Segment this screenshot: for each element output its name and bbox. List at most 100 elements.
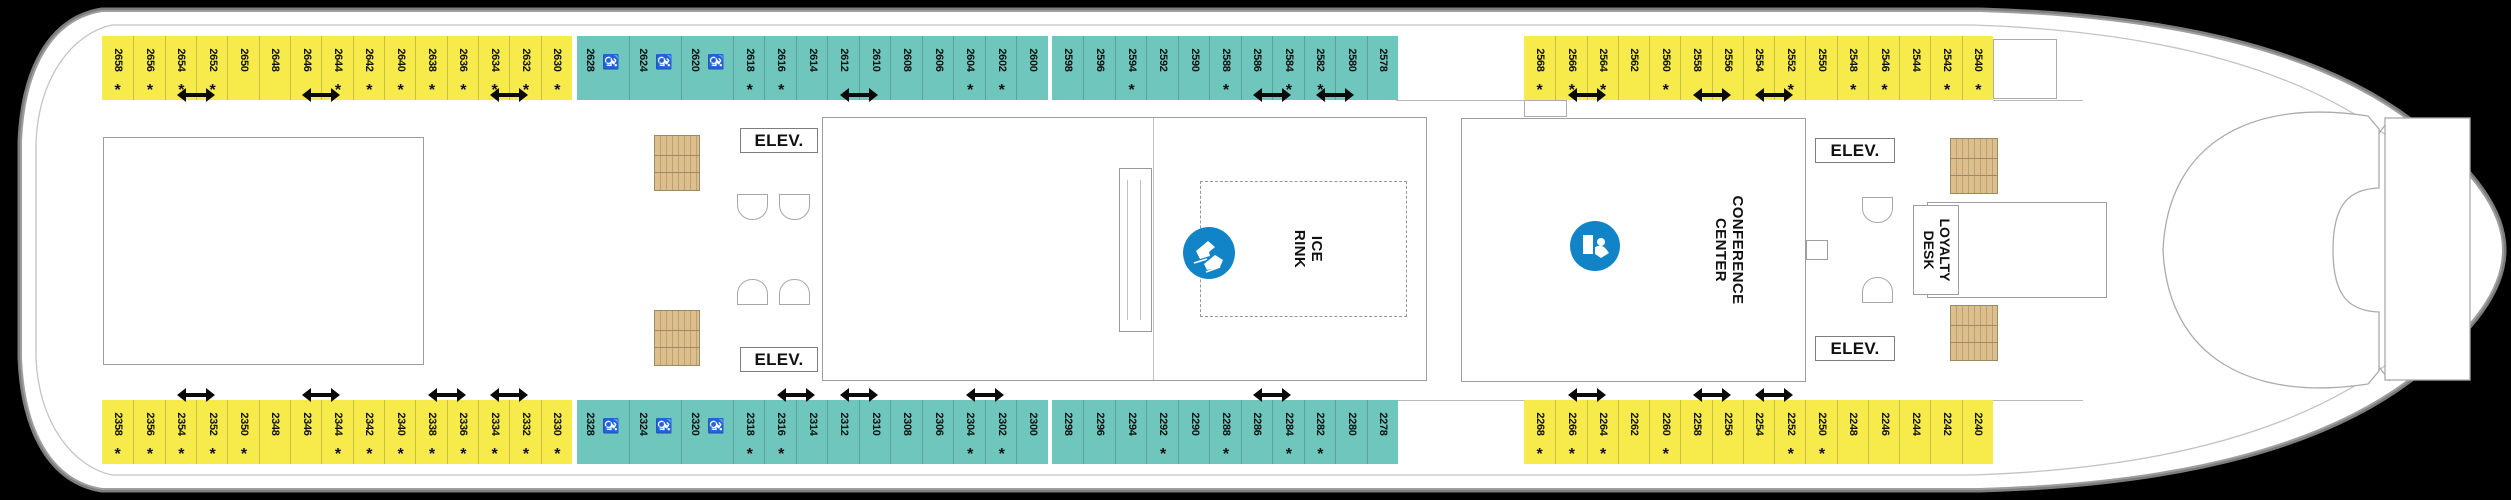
cabin-2548[interactable]: 2548*	[1836, 36, 1869, 100]
cabin-2624[interactable]: 2624♿	[628, 36, 682, 100]
cabin-2618[interactable]: 2618*	[732, 36, 766, 100]
cabin-2568[interactable]: 2568*	[1524, 36, 1555, 100]
cabin-2592[interactable]: 2592	[1146, 36, 1178, 100]
cabin-2554[interactable]: 2554	[1742, 36, 1775, 100]
cabin-2544[interactable]: 2544	[1899, 36, 1931, 100]
cabin-2608[interactable]: 2608	[890, 36, 923, 100]
cabin-2280[interactable]: 2280	[1335, 400, 1367, 464]
cabin-2606[interactable]: 2606	[921, 36, 955, 100]
cabin-2340[interactable]: 2340*	[384, 400, 416, 464]
cabin-2628[interactable]: 2628♿	[577, 36, 629, 100]
cabin-2290[interactable]: 2290	[1177, 400, 1210, 464]
cabin-2556[interactable]: 2556	[1711, 36, 1744, 100]
cabin-2244[interactable]: 2244	[1899, 400, 1931, 464]
cabin-2294[interactable]: 2294	[1114, 400, 1147, 464]
cabin-2646[interactable]: 2646	[290, 36, 322, 100]
cabin-2336[interactable]: 2336*	[446, 400, 479, 464]
cabin-2328[interactable]: 2328♿	[577, 400, 629, 464]
cabin-2306[interactable]: 2306	[921, 400, 955, 464]
cabin-2658[interactable]: 2658*	[102, 36, 133, 100]
cabin-2610[interactable]: 2610	[858, 36, 892, 100]
cabin-2602[interactable]: 2602*	[984, 36, 1018, 100]
elevator-label-text: ELEV.	[754, 130, 804, 150]
cabin-2648[interactable]: 2648	[258, 36, 291, 100]
cabin-2312[interactable]: 2312	[827, 400, 860, 464]
cabin-2316[interactable]: 2316*	[764, 400, 797, 464]
cabin-2356[interactable]: 2356*	[133, 400, 165, 464]
cabin-2616[interactable]: 2616*	[764, 36, 797, 100]
cabin-2320[interactable]: 2320♿	[680, 400, 734, 464]
cabin-2298[interactable]: 2298	[1052, 400, 1083, 464]
cabin-2560[interactable]: 2560*	[1649, 36, 1681, 100]
cabin-2266[interactable]: 2266*	[1555, 400, 1587, 464]
cabin-2352[interactable]: 2352*	[196, 400, 228, 464]
cabin-2350[interactable]: 2350*	[227, 400, 259, 464]
cabin-2318[interactable]: 2318*	[732, 400, 766, 464]
cabin-2296[interactable]: 2296	[1083, 400, 1115, 464]
cabin-2252[interactable]: 2252*	[1774, 400, 1806, 464]
cabin-2354[interactable]: 2354*	[164, 400, 197, 464]
cabin-2314[interactable]: 2314	[795, 400, 829, 464]
cabin-2334[interactable]: 2334*	[478, 400, 510, 464]
cabin-2614[interactable]: 2614	[795, 36, 829, 100]
cabin-2650[interactable]: 2650	[227, 36, 259, 100]
cabin-2342[interactable]: 2342*	[352, 400, 385, 464]
cabin-2562[interactable]: 2562	[1617, 36, 1650, 100]
cabin-2594[interactable]: 2594*	[1114, 36, 1147, 100]
cabin-2258[interactable]: 2258	[1680, 400, 1712, 464]
cabin-2262[interactable]: 2262	[1617, 400, 1650, 464]
cabin-2358[interactable]: 2358*	[102, 400, 133, 464]
cabin-2588[interactable]: 2588*	[1209, 36, 1241, 100]
cabin-2246[interactable]: 2246	[1867, 400, 1900, 464]
cabin-2278[interactable]: 2278	[1366, 400, 1399, 464]
cabin-2580[interactable]: 2580	[1335, 36, 1367, 100]
cabin-2638[interactable]: 2638*	[415, 36, 447, 100]
cabin-2656[interactable]: 2656*	[133, 36, 165, 100]
cabin-2348[interactable]: 2348	[258, 400, 291, 464]
cabin-2620[interactable]: 2620♿	[680, 36, 734, 100]
cabin-2546[interactable]: 2546*	[1867, 36, 1900, 100]
cabin-2260[interactable]: 2260*	[1649, 400, 1681, 464]
cabin-2542[interactable]: 2542*	[1930, 36, 1962, 100]
cabin-2590[interactable]: 2590	[1177, 36, 1210, 100]
cabin-2256[interactable]: 2256	[1711, 400, 1744, 464]
cabin-2310[interactable]: 2310	[858, 400, 892, 464]
cabin-2332[interactable]: 2332*	[509, 400, 541, 464]
cabin-2640[interactable]: 2640*	[384, 36, 416, 100]
cabin-2346[interactable]: 2346	[290, 400, 322, 464]
cabin-2636[interactable]: 2636*	[446, 36, 479, 100]
cabin-2254[interactable]: 2254	[1742, 400, 1775, 464]
cabin-2596[interactable]: 2596	[1083, 36, 1115, 100]
cabin-2250[interactable]: 2250*	[1805, 400, 1837, 464]
cabin-2540[interactable]: 2540*	[1961, 36, 1994, 100]
cabin-2282[interactable]: 2282*	[1303, 400, 1336, 464]
cabin-2558[interactable]: 2558	[1680, 36, 1712, 100]
cabin-2600[interactable]: 2600	[1016, 36, 1049, 100]
cabin-2268[interactable]: 2268*	[1524, 400, 1555, 464]
cabin-2292[interactable]: 2292*	[1146, 400, 1178, 464]
cabin-2304[interactable]: 2304*	[953, 400, 986, 464]
cabin-2612[interactable]: 2612	[827, 36, 860, 100]
cabin-2338[interactable]: 2338*	[415, 400, 447, 464]
cabin-2630[interactable]: 2630*	[540, 36, 573, 100]
cabin-2344[interactable]: 2344*	[321, 400, 353, 464]
cabin-2284[interactable]: 2284*	[1272, 400, 1304, 464]
cabin-2300[interactable]: 2300	[1016, 400, 1049, 464]
cabin-2264[interactable]: 2264*	[1586, 400, 1619, 464]
cabin-2248[interactable]: 2248	[1836, 400, 1869, 464]
cabin-2330[interactable]: 2330*	[540, 400, 573, 464]
cabin-2308[interactable]: 2308	[890, 400, 923, 464]
cabin-2288[interactable]: 2288*	[1209, 400, 1241, 464]
cabin-2604[interactable]: 2604*	[953, 36, 986, 100]
cabin-2302[interactable]: 2302*	[984, 400, 1018, 464]
cabin-2240[interactable]: 2240	[1961, 400, 1994, 464]
cabin-2642[interactable]: 2642*	[352, 36, 385, 100]
cabin-2242[interactable]: 2242	[1930, 400, 1962, 464]
cabin-2324[interactable]: 2324♿	[628, 400, 682, 464]
cabin-2578[interactable]: 2578	[1366, 36, 1399, 100]
cabin-2586[interactable]: 2586	[1240, 36, 1273, 100]
cabin-2286[interactable]: 2286	[1240, 400, 1273, 464]
cabin-2550[interactable]: 2550	[1805, 36, 1837, 100]
cabin-2598[interactable]: 2598	[1052, 36, 1083, 100]
